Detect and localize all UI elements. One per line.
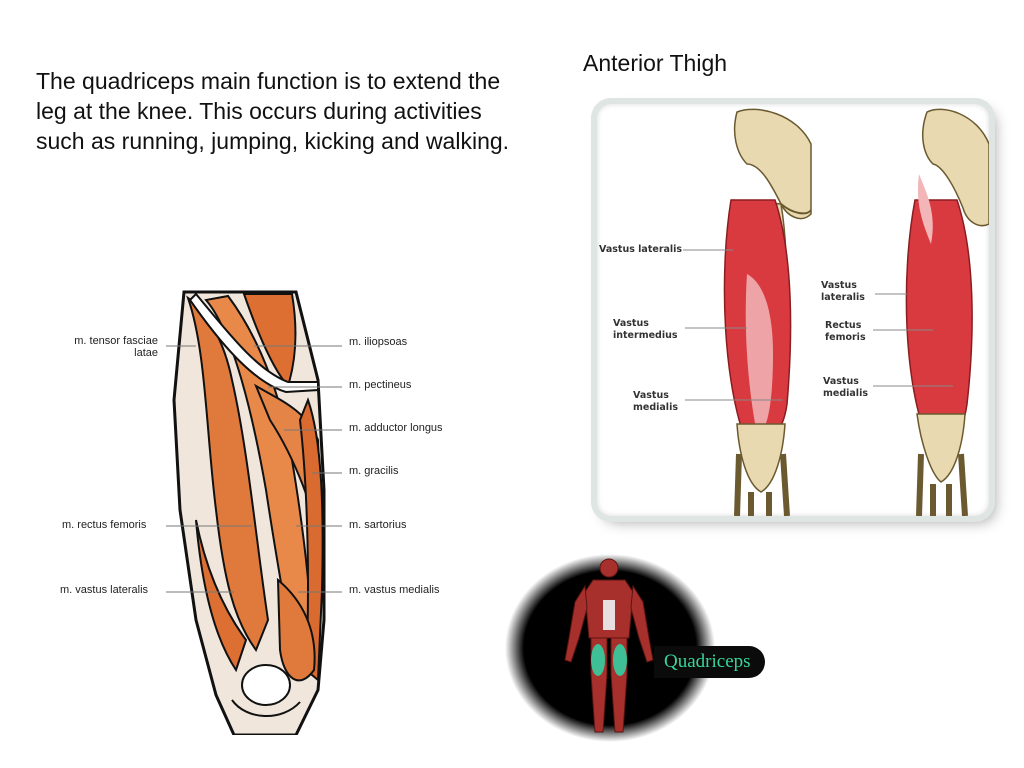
label-vastus-medialis: m. vastus medialis <box>349 584 440 596</box>
figure-heading: Anterior Thigh <box>583 50 728 76</box>
frame-label-vm-left-line2: medialis <box>633 402 678 413</box>
muscle-figure-drawing <box>505 554 715 742</box>
thigh-muscle-illustration: m. tensor fasciae latae m. rectus femori… <box>56 290 476 735</box>
frame-label-vi-line1: Vastus <box>613 318 649 329</box>
label-iliopsoas: m. iliopsoas <box>349 336 408 348</box>
frame-label-vi-line2: intermedius <box>613 330 678 341</box>
frame-label-rectus-femoris: Rectus femoris <box>825 320 866 344</box>
frame-label-vastus-lateralis-left: Vastus lateralis <box>599 244 683 255</box>
body-text: The quadriceps main function is to exten… <box>36 68 510 154</box>
quadriceps-anatomy-frame: Vastus lateralis Vastus intermedius Vast… <box>597 104 989 516</box>
frame-label-vastus-lateralis-right: Vastus lateralis <box>821 280 865 304</box>
frame-label-vm-left-line1: Vastus <box>633 390 669 401</box>
label-tensor-fasciae-latae: m. tensor fasciae latae <box>56 335 158 359</box>
frame-label-vl-right-line2: lateralis <box>821 292 865 303</box>
quadriceps-drawing <box>683 108 989 516</box>
frame-label-vl-right-line1: Vastus <box>821 280 857 291</box>
frame-label-rf-line2: femoris <box>825 332 866 343</box>
frame-label-vm-right-line2: medialis <box>823 388 868 399</box>
frame-label-vastus-intermedius: Vastus intermedius <box>613 318 678 342</box>
label-tensor-line1: m. tensor fasciae <box>74 335 158 347</box>
thigh-drawing <box>166 290 342 735</box>
frame-label-vastus-medialis-left: Vastus medialis <box>633 390 678 414</box>
label-gracilis: m. gracilis <box>349 465 399 477</box>
label-rectus-femoris: m. rectus femoris <box>62 519 147 531</box>
label-tensor-line2: latae <box>134 347 158 359</box>
frame-label-vastus-medialis-right: Vastus medialis <box>823 376 868 400</box>
label-sartorius: m. sartorius <box>349 519 407 531</box>
frame-label-rf-line1: Rectus <box>825 320 862 331</box>
quadriceps-badge <box>505 552 715 742</box>
quadriceps-label: Quadriceps <box>654 646 765 678</box>
frame-label-vm-right-line1: Vastus <box>823 376 859 387</box>
label-pectineus: m. pectineus <box>349 379 412 391</box>
label-adductor-longus: m. adductor longus <box>349 422 443 434</box>
label-vastus-lateralis: m. vastus lateralis <box>60 584 149 596</box>
